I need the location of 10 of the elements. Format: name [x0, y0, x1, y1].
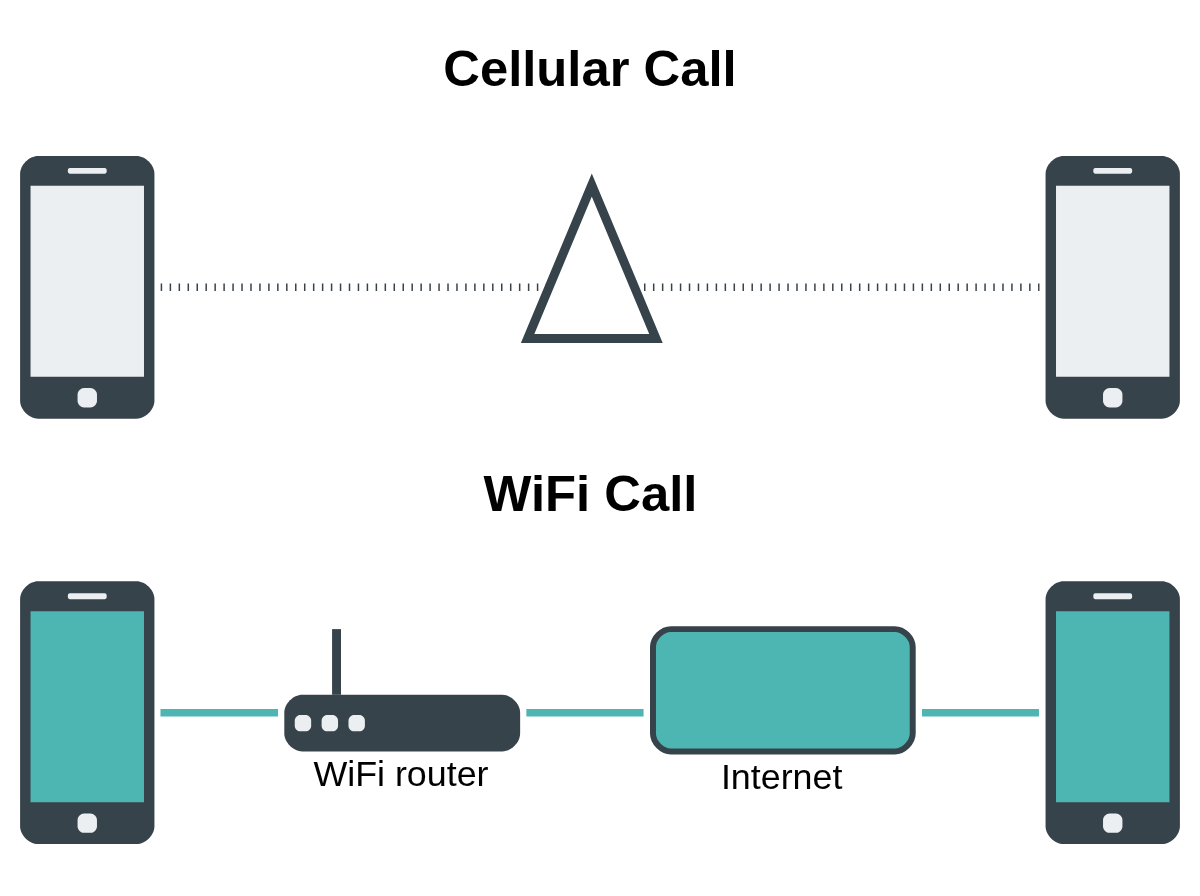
node-picture: [20, 155, 155, 419]
node-picture: [1045, 580, 1180, 844]
node-picture: [520, 172, 663, 343]
label: Cellular Call: [443, 39, 737, 97]
node-picture: [20, 580, 155, 844]
node-label: Internet: [720, 756, 843, 797]
connector: [160, 283, 549, 291]
node-picture: [1045, 155, 1180, 419]
label: WiFi Call: [483, 464, 698, 522]
node-label: WiFi router: [313, 753, 489, 794]
